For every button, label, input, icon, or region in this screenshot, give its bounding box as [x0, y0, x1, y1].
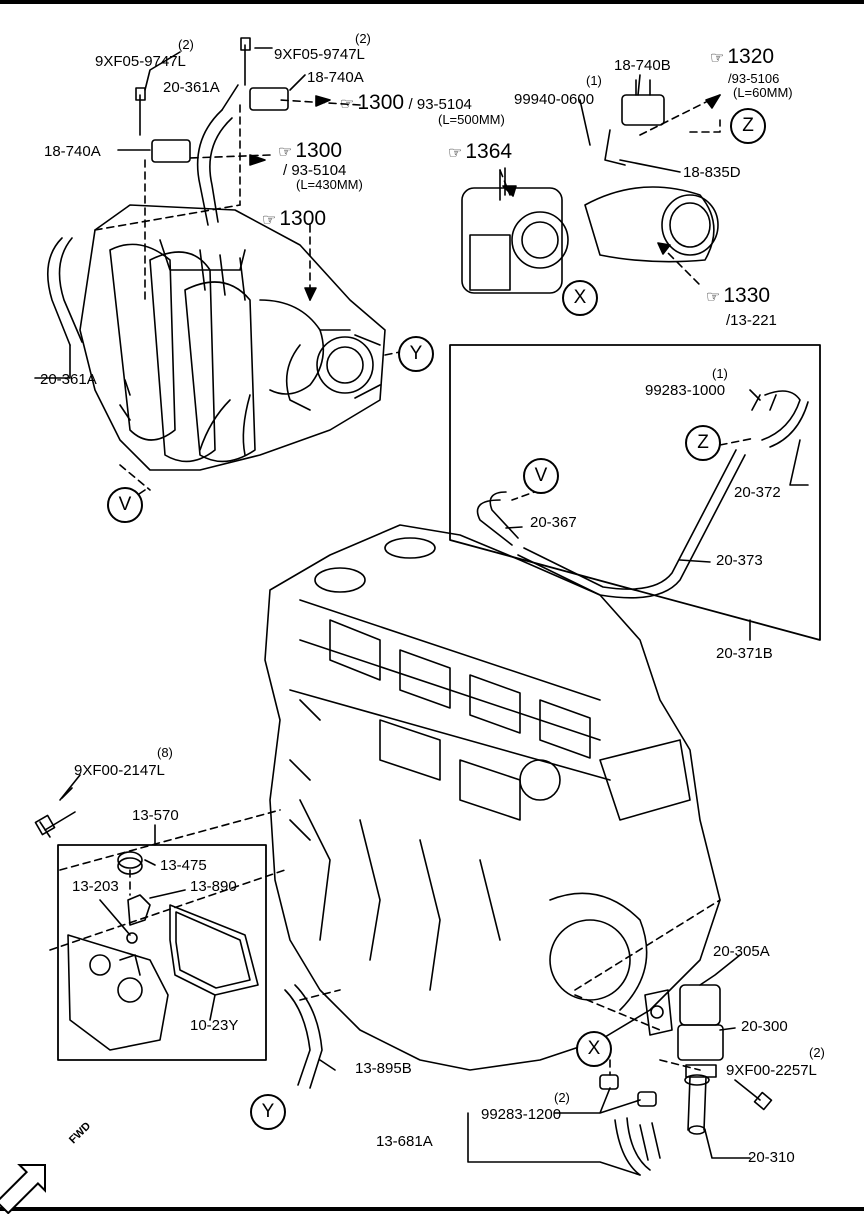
callout-x[interactable]: X — [562, 280, 598, 316]
pointing-hand-icon: ☞ — [706, 289, 721, 306]
callout-z[interactable]: Z — [730, 108, 766, 144]
callout-y[interactable]: Y — [250, 1094, 286, 1130]
ref-1320-sub: /93-5106 — [728, 71, 780, 86]
part-9xf00-2257l[interactable]: 9XF00-2257L — [726, 1062, 817, 1079]
part-9xf05-9747l-b[interactable]: 9XF05-9747L — [274, 46, 365, 63]
qty-9xf05-b: (2) — [355, 31, 371, 46]
ref-1300-a-note: (L=500MM) — [438, 112, 505, 127]
pointing-hand-icon: ☞ — [710, 50, 725, 67]
qty-99283-1000: (1) — [712, 366, 728, 381]
ref-1320-note: (L=60MM) — [733, 85, 793, 100]
part-18-835d[interactable]: 18-835D — [683, 164, 741, 181]
ref-1300-c[interactable]: ☞1300 — [262, 207, 327, 230]
pointing-hand-icon: ☞ — [262, 212, 277, 229]
engine-block — [264, 524, 721, 1071]
part-20-305a[interactable]: 20-305A — [713, 943, 770, 960]
part-9xf00-2147l[interactable]: 9XF00-2147L — [74, 762, 165, 779]
ref-1330-sub: /13-221 — [726, 312, 777, 329]
part-20-310[interactable]: 20-310 — [748, 1149, 795, 1166]
qty-99283-1200: (2) — [554, 1090, 570, 1105]
callout-v[interactable]: V — [107, 487, 143, 523]
ref-1364[interactable]: ☞1364 — [448, 140, 513, 163]
pointing-hand-icon: ☞ — [448, 145, 463, 162]
part-18-740a-right[interactable]: 18-740A — [307, 69, 364, 86]
part-99940-0600[interactable]: 99940-0600 — [514, 91, 595, 108]
ref-1300-a[interactable]: ☞1300 / 93-5104 — [340, 91, 472, 114]
callout-z[interactable]: Z — [685, 425, 721, 461]
pointing-hand-icon: ☞ — [340, 96, 355, 113]
qty-9xf00-2257: (2) — [809, 1045, 825, 1060]
part-20-372[interactable]: 20-372 — [734, 484, 781, 501]
part-9xf05-9747l-a[interactable]: 9XF05-9747L — [95, 53, 186, 70]
ref-1300-b[interactable]: ☞1300 — [278, 139, 343, 162]
callout-y[interactable]: Y — [398, 336, 434, 372]
part-20-373[interactable]: 20-373 — [716, 552, 763, 569]
part-13-681a[interactable]: 13-681A — [376, 1133, 433, 1150]
part-18-740a-left[interactable]: 18-740A — [44, 143, 101, 160]
callout-v[interactable]: V — [523, 458, 559, 494]
qty-9xf00-2147: (8) — [157, 745, 173, 760]
part-20-361a-left[interactable]: 20-361A — [40, 371, 97, 388]
part-13-475[interactable]: 13-475 — [160, 857, 207, 874]
ref-1320[interactable]: ☞1320 — [710, 45, 775, 68]
fwd-arrow-icon — [0, 1164, 46, 1214]
part-99283-1000[interactable]: 99283-1000 — [645, 382, 726, 399]
part-13-203[interactable]: 13-203 — [72, 878, 119, 895]
qty-99940: (1) — [586, 73, 602, 88]
ref-1330[interactable]: ☞1330 — [706, 284, 771, 307]
part-13-895b[interactable]: 13-895B — [355, 1060, 412, 1077]
part-20-371b[interactable]: 20-371B — [716, 645, 773, 662]
part-13-570[interactable]: 13-570 — [132, 807, 179, 824]
callout-x[interactable]: X — [576, 1031, 612, 1067]
qty-9xf05-a: (2) — [178, 37, 194, 52]
part-99283-1200[interactable]: 99283-1200 — [481, 1106, 562, 1123]
part-13-890[interactable]: 13-890 — [190, 878, 237, 895]
part-20-300[interactable]: 20-300 — [741, 1018, 788, 1035]
intake-manifold — [79, 204, 386, 471]
part-20-367[interactable]: 20-367 — [530, 514, 577, 531]
part-20-361a-top[interactable]: 20-361A — [163, 79, 220, 96]
ref-1300-b-sub: / 93-5104 — [283, 162, 347, 179]
part-18-740b[interactable]: 18-740B — [614, 57, 671, 74]
ref-1300-b-note: (L=430MM) — [296, 177, 363, 192]
part-10-23y[interactable]: 10-23Y — [190, 1017, 239, 1034]
pointing-hand-icon: ☞ — [278, 144, 293, 161]
